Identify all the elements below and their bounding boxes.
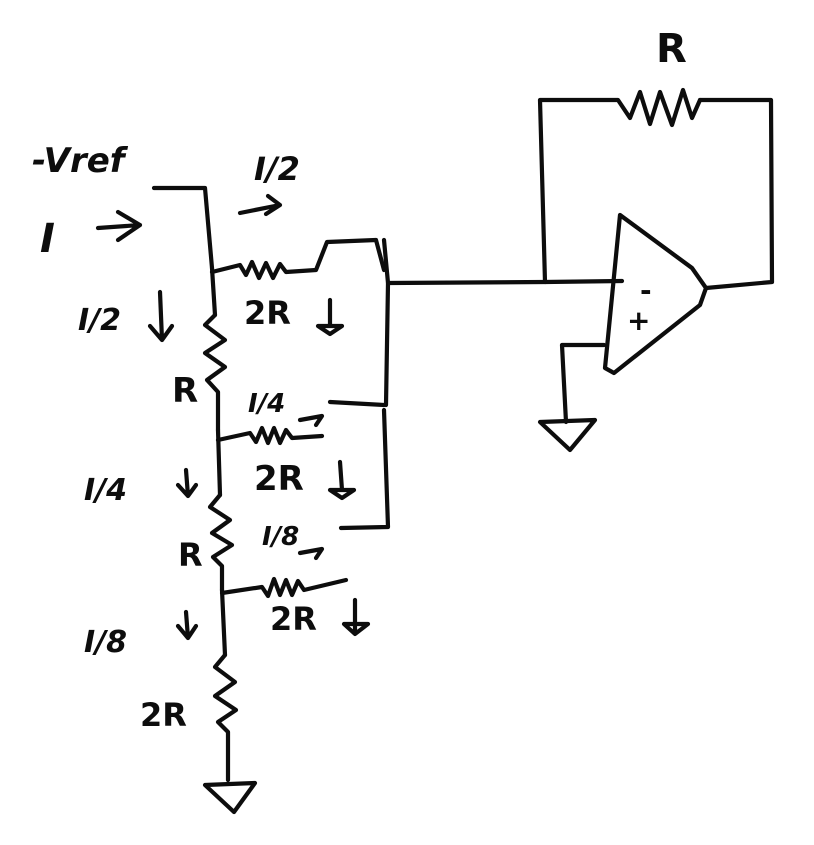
branch-current-1-label: I/2	[254, 150, 300, 188]
vref-input-wire	[151, 185, 215, 271]
series-r-2-label: R	[178, 536, 203, 574]
shunt-2-ground-icon	[327, 459, 357, 501]
series-r-1-label: R	[172, 371, 198, 411]
feedback-resistor	[537, 87, 703, 285]
opamp-plus-label: +	[627, 304, 650, 337]
shunt-r-3-label: 2R	[270, 600, 317, 638]
shunt-1-ground-icon	[315, 297, 345, 337]
shunt-r-1-label: 2R	[244, 294, 291, 332]
opamp-noninverting-ground-wire	[559, 342, 607, 425]
vref-label: -Vref	[32, 141, 129, 181]
down-current-3-label: I/8	[84, 625, 127, 660]
shunt-branch-1-resistor	[209, 237, 387, 281]
down-current-2-label: I/4	[84, 473, 127, 508]
ladder-rail-top	[209, 265, 218, 318]
opamp-minus-label: -	[640, 274, 652, 307]
shunt-3-ground-icon	[341, 597, 371, 637]
branch-3-tap	[338, 407, 391, 531]
branch-3-current-arrow	[297, 546, 325, 561]
terminating-r-label: 2R	[140, 696, 187, 734]
feedback-resistor-label: R	[656, 26, 687, 72]
down-current-1-arrow	[147, 289, 175, 343]
ground-symbol-opamp	[537, 417, 598, 453]
summing-bus	[381, 237, 391, 408]
branch-current-3-label: I/8	[262, 522, 299, 552]
branch-current-2-label: I/4	[248, 389, 285, 419]
series-resistor-2	[207, 492, 235, 593]
shunt-r-2-label: 2R	[254, 459, 304, 499]
shunt-branch-2-resistor	[215, 425, 325, 446]
down-current-2-arrow	[175, 467, 199, 499]
input-current-arrow	[95, 209, 143, 243]
terminating-resistor	[212, 652, 239, 783]
down-current-1-label: I/2	[78, 303, 121, 338]
opamp-triangle	[602, 212, 709, 376]
ground-symbol-bottom	[202, 780, 258, 815]
branch-1-current-arrow	[237, 193, 283, 217]
opamp-output-wire	[697, 97, 775, 291]
branch-2-tap	[327, 399, 387, 408]
shunt-branch-3-resistor	[219, 576, 349, 599]
series-resistor-1	[202, 312, 228, 433]
branch-2-current-arrow	[297, 413, 325, 428]
input-current-label: I	[40, 216, 55, 262]
ladder-rail-low	[219, 587, 228, 658]
down-current-3-arrow	[175, 609, 199, 641]
summing-wire-to-opamp	[385, 278, 625, 286]
